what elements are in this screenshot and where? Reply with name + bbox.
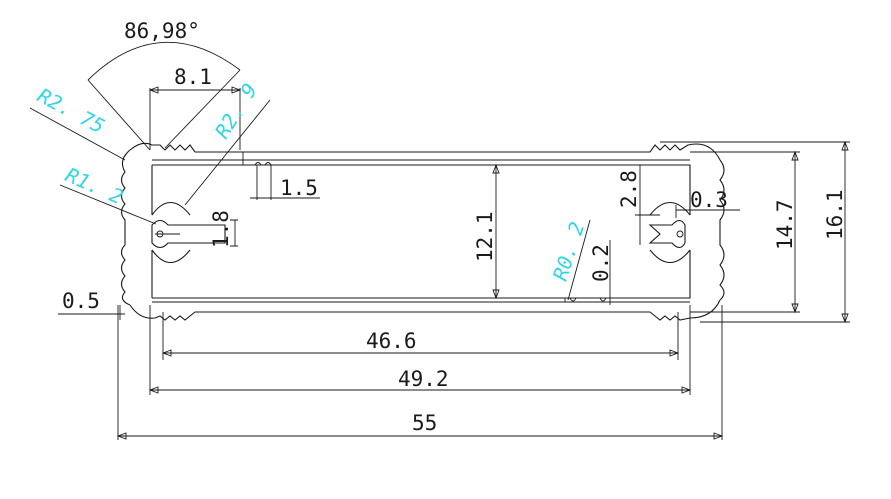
right-screw-boss [648,201,691,264]
radius-29-label: R2. 9 [210,79,262,143]
inner-height-label: 12.1 [473,211,497,262]
radius-02-label: R0. 2 [548,219,589,284]
wall-label: 0.5 [62,289,100,313]
profile-outline [120,142,725,321]
radius-12-label: R1. 2 [62,163,127,209]
height-mid-label: 14.7 [773,199,797,250]
top-width-label: 8.1 [174,65,212,89]
right-boss-center [676,230,684,238]
angle-arc [87,41,241,81]
angle-label: 86,98° [124,19,200,43]
inner-width-2-label: 49.2 [398,367,449,391]
tab-gap-label: 0.3 [690,188,728,212]
height-total-label: 16.1 [823,189,847,240]
left-screw-boss [151,201,226,264]
tab-height-label: 2.8 [617,170,641,208]
inner-width-1-label: 46.6 [366,329,417,353]
dimension-lines [29,41,850,440]
step-label: 0.2 [589,244,613,282]
slot-depth-label: 1.8 [209,210,233,248]
slot-width-label: 1.5 [280,176,318,200]
overall-width-label: 55 [412,411,437,435]
